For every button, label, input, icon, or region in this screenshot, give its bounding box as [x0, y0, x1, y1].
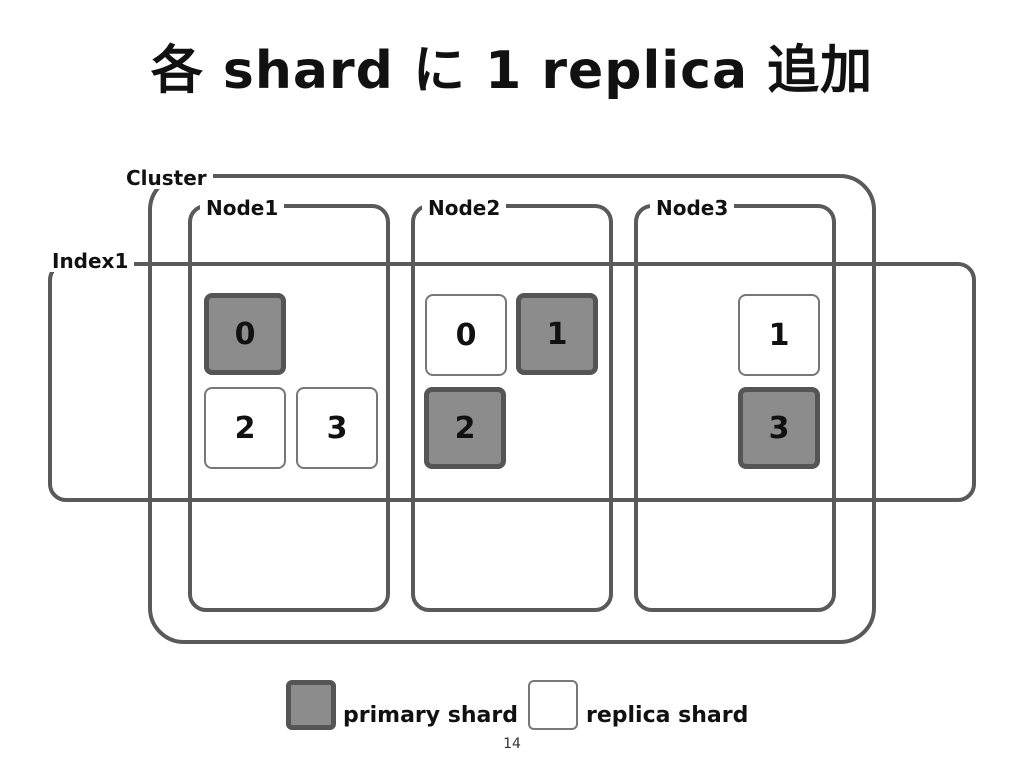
index1-label: Index1 — [46, 250, 135, 272]
node1-box — [188, 204, 390, 612]
cluster-label: Cluster — [120, 167, 213, 189]
node2-box — [411, 204, 613, 612]
page-title: 各 shard に 1 replica 追加 — [150, 41, 874, 101]
node3-label: Node3 — [650, 197, 735, 219]
legend-primary-label: primary shard — [343, 703, 518, 728]
node3-shard-3-primary: 3 — [738, 387, 820, 469]
node1-shard-3-replica: 3 — [296, 387, 378, 469]
node1-shard-2-replica: 2 — [204, 387, 286, 469]
legend-replica-label: replica shard — [586, 703, 749, 728]
page-number: 14 — [503, 736, 521, 752]
legend-primary-swatch — [286, 680, 336, 730]
node3-shard-1-replica: 1 — [738, 294, 820, 376]
node1-shard-0-primary: 0 — [204, 293, 286, 375]
cluster-boundary — [148, 174, 876, 644]
node1-label: Node1 — [200, 197, 285, 219]
legend-replica-swatch — [528, 680, 578, 730]
node2-shard-0-replica: 0 — [425, 294, 507, 376]
index1-boundary — [48, 262, 976, 502]
node2-shard-1-primary: 1 — [516, 293, 598, 375]
node2-shard-2-primary: 2 — [424, 387, 506, 469]
node2-label: Node2 — [422, 197, 507, 219]
node3-box — [634, 204, 836, 612]
